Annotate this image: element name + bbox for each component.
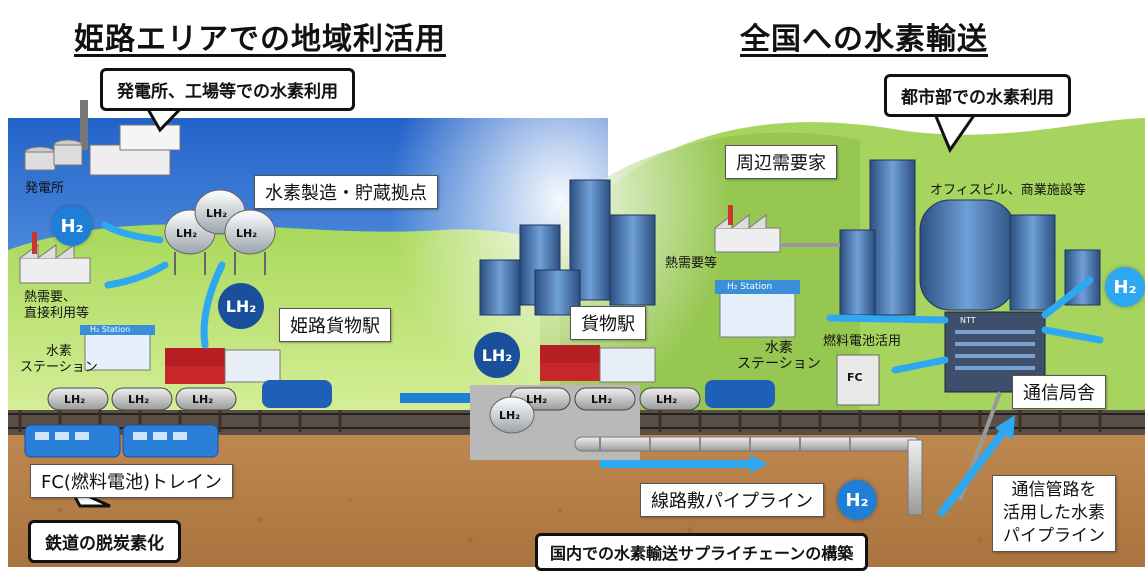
power-plant: [24, 100, 181, 176]
label-freight-station: 貨物駅: [570, 306, 646, 340]
conduit-flow-arrow: [936, 427, 1009, 518]
label-fc-train: FC(燃料電池)トレイン: [30, 464, 233, 498]
lh2-wagon-label-4: LH₂: [526, 393, 548, 406]
title-left: 姫路エリアでの地域利活用: [74, 22, 446, 57]
city-buildings-right-group: [839, 159, 1101, 316]
label-fc: FC: [847, 371, 863, 384]
lh2-tank-label-1: LH₂: [176, 227, 198, 240]
freight-containers-right: [540, 345, 656, 383]
h2-station-left: [80, 325, 155, 371]
h2-badge-pipeline: H₂: [837, 480, 877, 520]
h2-station-right: [715, 280, 800, 338]
callout-rail-decarbonization: 鉄道の脱炭素化: [28, 520, 181, 563]
label-production-base: 水素製造・貯蔵拠点: [254, 175, 438, 209]
locomotive-right: [705, 380, 775, 408]
label-h2-station-left: 水素 ステーション: [20, 344, 98, 375]
callout-urban-use: 都市部での水素利用: [884, 74, 1071, 117]
lh2-wagon-label-3: LH₂: [192, 393, 214, 406]
lh2-tank-label-3: LH₂: [236, 227, 258, 240]
lh2-tank-right: [489, 396, 535, 434]
lh2-tank-label-right: LH₂: [499, 409, 521, 422]
callout-power-plant-use: 発電所、工場等での水素利用: [100, 68, 355, 111]
h2-badge-right-edge: H₂: [1105, 267, 1145, 307]
rail-pipeline: [574, 436, 923, 516]
label-conduit-pipeline: 通信管路を 活用した水素 パイプライン: [992, 475, 1116, 552]
factory-right: [714, 205, 781, 253]
locomotive-left: [262, 380, 332, 408]
lh2-wagon-label-5: LH₂: [591, 393, 613, 406]
fc-train: [24, 424, 219, 458]
label-office: オフィスビル、商業施設等: [930, 183, 1086, 198]
lh2-badge-center: LH₂: [474, 332, 520, 378]
label-h2-station-right: 水素 ステーション: [737, 340, 821, 372]
lh2-badge-left: LH₂: [218, 283, 264, 329]
label-h2-station-sign-left: H₂ Station: [90, 325, 131, 334]
pipeline-flow-arrow: [600, 460, 750, 468]
label-ntt: NTT: [960, 316, 976, 325]
h2-badge-left: H₂: [52, 206, 92, 246]
label-nearby-demand: 周辺需要家: [725, 145, 837, 179]
lh2-tank-label-2: LH₂: [206, 207, 228, 220]
freight-containers-left: [165, 348, 281, 384]
label-telecom-building: 通信局舎: [1012, 375, 1106, 409]
lh2-tanks-left: [164, 189, 276, 275]
lh2-wagon-label-2: LH₂: [128, 393, 150, 406]
callout-supply-chain: 国内での水素輸送サプライチェーンの構築: [535, 533, 869, 571]
lh2-wagon-label-6: LH₂: [656, 393, 678, 406]
label-heat-demand: 熱需要等: [665, 256, 718, 271]
transport-arrow: [400, 393, 470, 403]
flow-arrows: [101, 221, 1104, 374]
label-power-station: 発電所: [25, 181, 65, 196]
title-right: 全国への水素輸送: [740, 22, 988, 57]
label-himeji-freight: 姫路貨物駅: [279, 308, 391, 342]
factory-left: [19, 232, 91, 284]
tank-wagons-left: [47, 387, 237, 411]
label-heat-direct: 熱需要、 直接利用等: [24, 290, 90, 321]
label-fuel-cell-use: 燃料電池活用: [823, 334, 902, 349]
label-rail-pipeline: 線路敷パイプライン: [640, 483, 824, 517]
lh2-wagon-label-1: LH₂: [64, 393, 86, 406]
label-h2-station-sign-right: H₂ Station: [727, 282, 773, 292]
fc-unit: [836, 354, 880, 406]
